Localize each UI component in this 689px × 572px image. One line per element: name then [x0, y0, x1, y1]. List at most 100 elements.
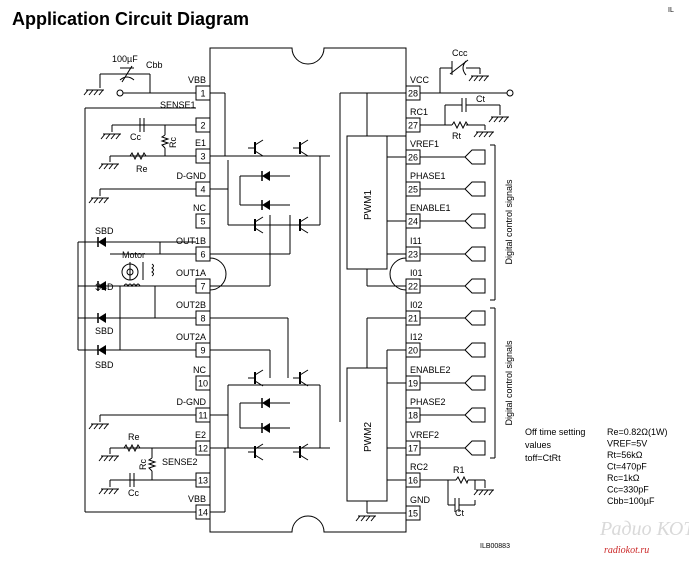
diode-icon [261, 199, 271, 211]
ground-icon [83, 89, 105, 96]
sbd-label-2: SBD [95, 282, 114, 292]
pin-label: I02 [410, 300, 423, 310]
transistor-icon [247, 369, 264, 387]
transistor-icon [247, 443, 264, 461]
pin-label: ENABLE1 [410, 203, 451, 213]
right-pin-group: 28VCC27RC126VREF125PHASE124ENABLE123I112… [405, 75, 451, 521]
diode-icon [261, 170, 271, 182]
transistor-icon [292, 369, 309, 387]
pin-number: 10 [198, 379, 208, 389]
digital-signals-label-top: Digital control signals [504, 179, 514, 265]
corner-mark: IL [668, 7, 674, 14]
component-value: Cc=330pF [607, 485, 649, 495]
ccc-label: Ccc [452, 48, 468, 58]
pin-label: SENSE1 [160, 100, 196, 110]
pin-number: 27 [408, 121, 418, 131]
pin-number: 17 [408, 444, 418, 454]
pin-number: 22 [408, 282, 418, 292]
ground-icon [355, 515, 377, 522]
component-value: Cbb=100µF [607, 496, 655, 506]
external-right-wiring [420, 67, 508, 506]
ct-label-1: Ct [476, 94, 485, 104]
component-value: Ct=470pF [607, 462, 647, 472]
connector-terminal-icon [464, 278, 486, 294]
off-time-line-1: Off time setting [525, 427, 585, 437]
pin-label: E2 [195, 430, 206, 440]
pin-label: I12 [410, 332, 423, 342]
ground-icon [98, 455, 120, 462]
pin-number: 16 [408, 476, 418, 486]
ground-icon [488, 116, 510, 123]
pin-number: 12 [198, 444, 208, 454]
diode-icon [97, 236, 107, 248]
pin-label: VBB [188, 494, 206, 504]
pin-number: 14 [198, 508, 208, 518]
ground-icon [468, 75, 490, 82]
motor-icon [121, 263, 154, 288]
internal-wiring-right [339, 92, 406, 514]
pin-label: NC [193, 203, 206, 213]
ground-icon [100, 133, 122, 140]
component-value: Re=0.82Ω(1W) [607, 427, 668, 437]
pin-number: 25 [408, 185, 418, 195]
pin-number: 11 [198, 411, 207, 421]
component-value: Rt=56kΩ [607, 450, 643, 460]
connector-terminal-icon [464, 310, 486, 326]
ground-icon [473, 131, 495, 138]
motor-label: Motor [122, 250, 145, 260]
re-label-2: Re [128, 432, 140, 442]
pin-number: 18 [408, 411, 418, 421]
transistor-icon [292, 443, 309, 461]
diode-icon [261, 397, 271, 409]
connector-terminal-icon [464, 407, 486, 423]
cbb-value-label: 100µF [112, 54, 138, 64]
pin-number: 20 [408, 346, 418, 356]
pin-number: 13 [198, 476, 208, 486]
pin-number: 9 [200, 346, 205, 356]
pin-label: OUT1A [176, 268, 206, 278]
cbb-label: Cbb [146, 60, 163, 70]
cc-rc-network-1 [129, 118, 170, 161]
diode-icon [97, 344, 107, 356]
transistor-icon [247, 139, 264, 157]
cbb-capacitor [116, 65, 135, 97]
pin-label: SENSE2 [162, 457, 198, 467]
pin-number: 2 [200, 121, 205, 131]
sbd-label-3: SBD [95, 326, 114, 336]
pin-number: 23 [408, 250, 418, 260]
ground-icon [473, 489, 495, 496]
pin-number: 6 [200, 250, 205, 260]
connector-terminal-icon [464, 342, 486, 358]
pin-number: 15 [408, 509, 418, 519]
pin-number: 8 [200, 314, 205, 324]
transistor-icon [292, 139, 309, 157]
figure-code: ILB00883 [480, 543, 510, 550]
connector-terminal-icon [464, 181, 486, 197]
ground-icon [88, 197, 110, 204]
pwm1-label: PWM1 [363, 190, 374, 220]
pin-box [195, 375, 211, 391]
ct-label-2: Ct [455, 508, 464, 518]
rc-label-2: Rc [138, 459, 148, 470]
pin-label: E1 [195, 138, 206, 148]
pin-number: 21 [408, 314, 418, 324]
cc-rc-network-2 [123, 443, 157, 487]
pin-label: VREF2 [410, 430, 439, 440]
bridge-1 [247, 139, 309, 234]
pin-label: OUT2B [176, 300, 206, 310]
page-title: Application Circuit Diagram [12, 9, 249, 29]
component-values-list: Re=0.82Ω(1W)VREF=5VRt=56kΩCt=470pFRc=1kΩ… [607, 427, 668, 506]
component-value: VREF=5V [607, 439, 647, 449]
pin-label: GND [410, 495, 431, 505]
connector-terminal-icon [464, 213, 486, 229]
digital-connectors [464, 149, 486, 456]
pin-number: 19 [408, 379, 418, 389]
connector-terminal-icon [464, 149, 486, 165]
pin-number: 26 [408, 153, 418, 163]
connector-terminal-icon [464, 440, 486, 456]
off-time-line-2: values [525, 440, 552, 450]
pin-label: D-GND [177, 171, 207, 181]
pin-number: 28 [408, 89, 418, 99]
cc-label-1: Cc [130, 132, 141, 142]
pin-label: PHASE1 [410, 171, 446, 181]
